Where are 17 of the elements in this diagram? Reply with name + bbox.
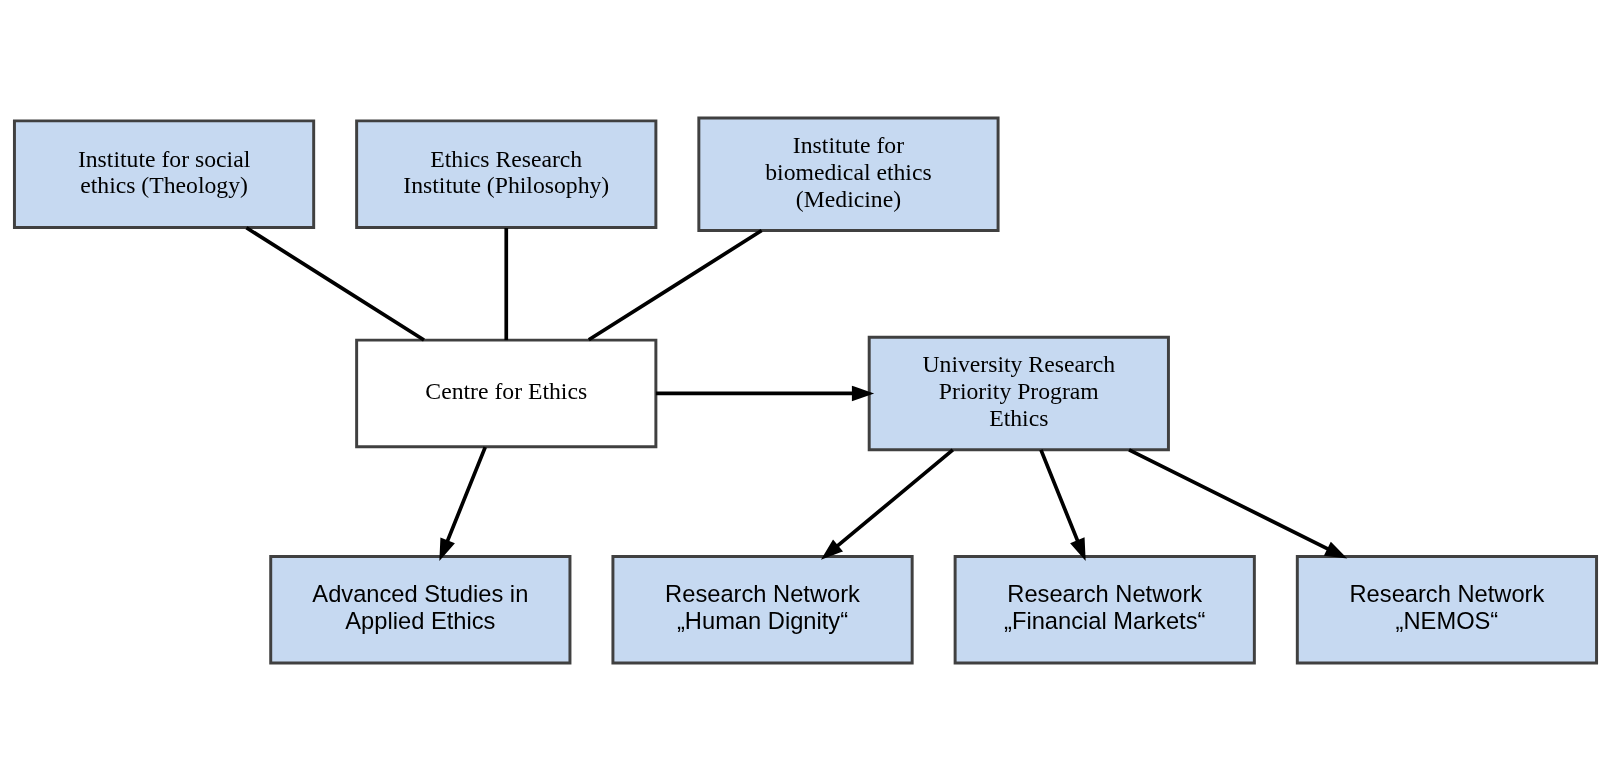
connector	[504, 228, 509, 341]
arrow	[820, 448, 954, 560]
connector	[245, 226, 425, 342]
arrow	[1128, 448, 1348, 559]
arrow	[439, 446, 487, 562]
node-box: Ethics Research Institute (Philosophy)	[355, 119, 658, 230]
arrow	[1039, 449, 1086, 561]
node-box: Advanced Studies in Applied Ethics	[269, 554, 572, 665]
node-box: Institute for social ethics (Theology)	[12, 119, 316, 230]
node-box: Institute for biomedical ethics (Medicine)	[697, 116, 1000, 232]
node-box: Research Network „Financial Markets“	[953, 554, 1256, 665]
connector	[587, 229, 763, 342]
node-box: Centre for Ethics	[355, 338, 658, 449]
node-box: University Research Priority Program Ethics	[867, 335, 1170, 452]
arrow	[655, 385, 875, 402]
node-box: Research Network „NEMOS“	[1295, 554, 1599, 665]
node-box: Research Network „Human Dignity“	[611, 554, 914, 665]
